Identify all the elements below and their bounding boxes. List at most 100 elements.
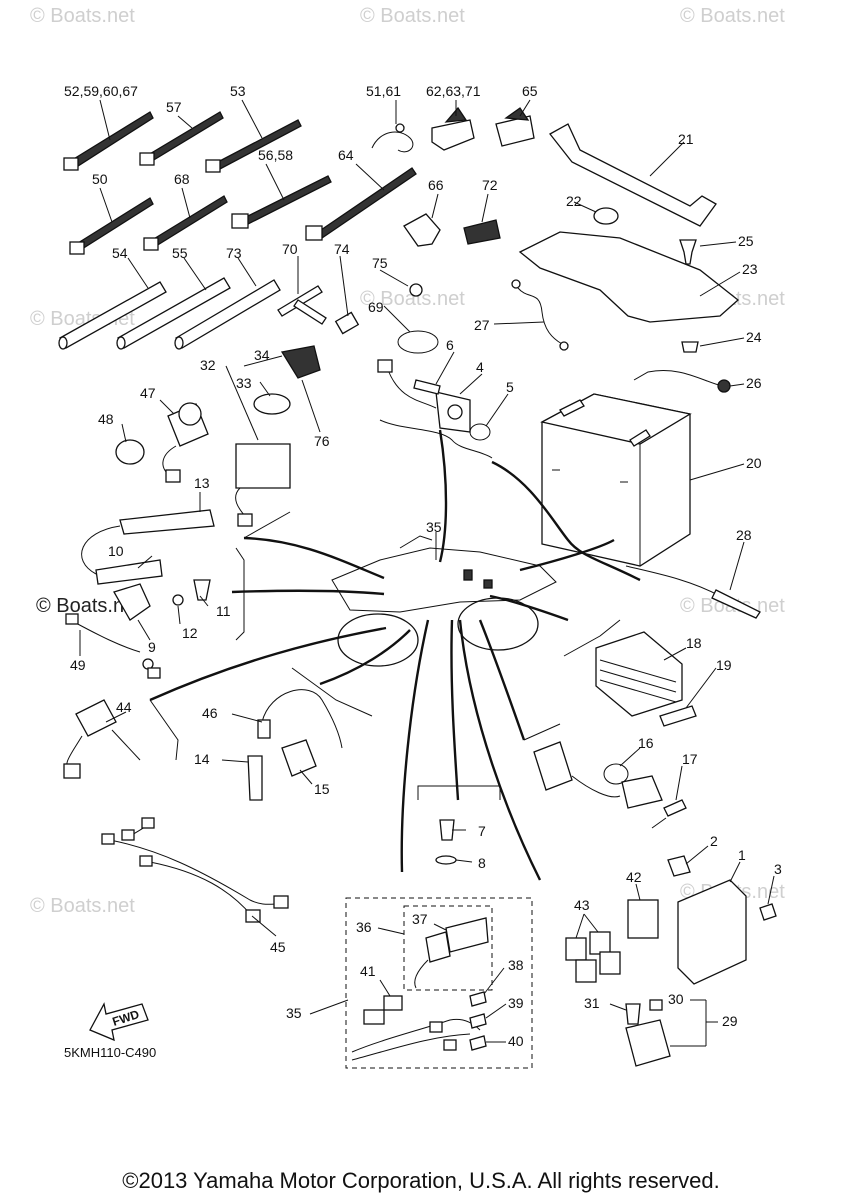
- part-label: 7: [478, 823, 486, 839]
- part-label: 40: [508, 1033, 524, 1049]
- part-label: 48: [98, 411, 114, 427]
- plug-cap-lead-icon: [261, 689, 343, 749]
- part-label: 33: [236, 375, 252, 391]
- part-label: 22: [566, 193, 582, 209]
- joint-icon: [334, 311, 360, 335]
- part-label: 76: [314, 433, 330, 449]
- clamps: [371, 106, 535, 247]
- positive-lead-icon: [633, 370, 723, 387]
- o-ring-icon: [469, 423, 491, 441]
- part-label: 46: [202, 705, 218, 721]
- clamp-icon: [403, 213, 441, 247]
- sensor-icon: [113, 583, 151, 621]
- part-label: 53: [230, 83, 246, 99]
- part-label: 2: [710, 833, 718, 849]
- rectifier-regulator-icon: [595, 631, 683, 717]
- bolt-icon: [659, 705, 697, 727]
- electrical-parts-diagram: © Boats.net © Boats.net © Boats.net © Bo…: [30, 5, 785, 1069]
- cable-tie-head-icon: [139, 152, 155, 166]
- part-label: 52,59,60,67: [64, 83, 138, 99]
- part-label: 21: [678, 131, 694, 147]
- part-label: 35: [426, 519, 442, 535]
- part-label: 41: [360, 963, 376, 979]
- part-label: 28: [736, 527, 752, 543]
- part-label: 70: [282, 241, 298, 257]
- relay-connector-icon: [383, 995, 403, 1011]
- tube-icon: [117, 277, 231, 349]
- starter-relay-icon: [625, 1019, 671, 1067]
- socket-nut-icon: [115, 439, 145, 465]
- battery-bracket-icon: [549, 123, 717, 227]
- part-label: 34: [254, 347, 270, 363]
- part-label: 12: [182, 625, 198, 641]
- part-label: 36: [356, 919, 372, 935]
- cable-tie-head-icon: [69, 241, 85, 255]
- rivet-icon: [681, 341, 699, 353]
- part-label: 37: [412, 911, 428, 927]
- part-label: 47: [140, 385, 156, 401]
- sub-wire-harness-icon: [101, 817, 289, 923]
- hose-joints: [277, 285, 360, 335]
- part-label: 26: [746, 375, 762, 391]
- forward-arrow-icon: FWD: [89, 1002, 149, 1042]
- part-label: 44: [116, 699, 132, 715]
- drawing-code: 5KMH110-C490: [64, 1045, 157, 1060]
- cable-tie-head-icon: [231, 213, 249, 229]
- part-label: 8: [478, 855, 486, 871]
- relays-icon: [565, 931, 621, 983]
- bolt-icon: [413, 379, 441, 395]
- label-leaders: [79, 99, 775, 1047]
- part-label: 43: [574, 897, 590, 913]
- part-label: 51,61: [366, 83, 401, 99]
- watermark: © Boats.net: [360, 5, 465, 27]
- bolt-icon: [663, 799, 687, 817]
- watermark: © Boats.net: [30, 895, 135, 917]
- clip-icon: [409, 283, 423, 297]
- washer-icon: [435, 855, 457, 865]
- fuse-icon: [469, 991, 487, 1007]
- neutral-switch-icon: [281, 739, 317, 777]
- part-number-labels: 52,59,60,67 57 53 50 68 56,58 64 54 55 7…: [64, 83, 782, 1049]
- cable-tie-head-icon: [305, 225, 323, 241]
- part-label: 75: [372, 255, 388, 271]
- part-label: 35: [286, 1005, 302, 1021]
- part-label: 30: [668, 991, 684, 1007]
- protective-tubes: [58, 277, 281, 350]
- cable-tie-icon: [77, 197, 154, 250]
- cable-tie-head-icon: [63, 157, 79, 171]
- part-label: 15: [314, 781, 330, 797]
- dc-socket-icon: [162, 402, 209, 483]
- o-ring-icon: [397, 330, 439, 354]
- copyright-notice: ©2013 Yamaha Motor Corporation, U.S.A. A…: [122, 1168, 720, 1193]
- main-switch-icon: [235, 345, 321, 527]
- ignition-coil-icon: [533, 741, 663, 809]
- part-label: 19: [716, 657, 732, 673]
- cdi-unit-icon: [445, 917, 489, 953]
- wire-harness-icon: [351, 1009, 481, 1061]
- damper-icon: [593, 207, 619, 225]
- part-label: 56,58: [258, 147, 293, 163]
- part-label: 42: [626, 869, 642, 885]
- cable-tie-icon: [151, 195, 228, 247]
- harness-leader-lines: [149, 429, 641, 881]
- part-label: 9: [148, 639, 156, 655]
- part-label: 29: [722, 1013, 738, 1029]
- clamp-icon: [371, 131, 414, 153]
- part-label: 74: [334, 241, 350, 257]
- connector-icon: [759, 903, 777, 921]
- stop-switch-icon: [63, 699, 141, 779]
- part-label: 10: [108, 543, 124, 559]
- part-label: 64: [338, 147, 354, 163]
- part-label: 6: [446, 337, 454, 353]
- part-label: 5: [506, 379, 514, 395]
- screw-icon: [667, 855, 691, 877]
- part-label: 69: [368, 299, 384, 315]
- clamp-icon: [463, 219, 501, 245]
- fuse-icon: [469, 1035, 487, 1051]
- bolt-icon: [193, 579, 211, 601]
- cdi-detail-box: [403, 905, 493, 991]
- part-label: 4: [476, 359, 484, 375]
- fuse-icon: [649, 999, 663, 1011]
- ecu-icon: [677, 879, 747, 985]
- part-label: 13: [194, 475, 210, 491]
